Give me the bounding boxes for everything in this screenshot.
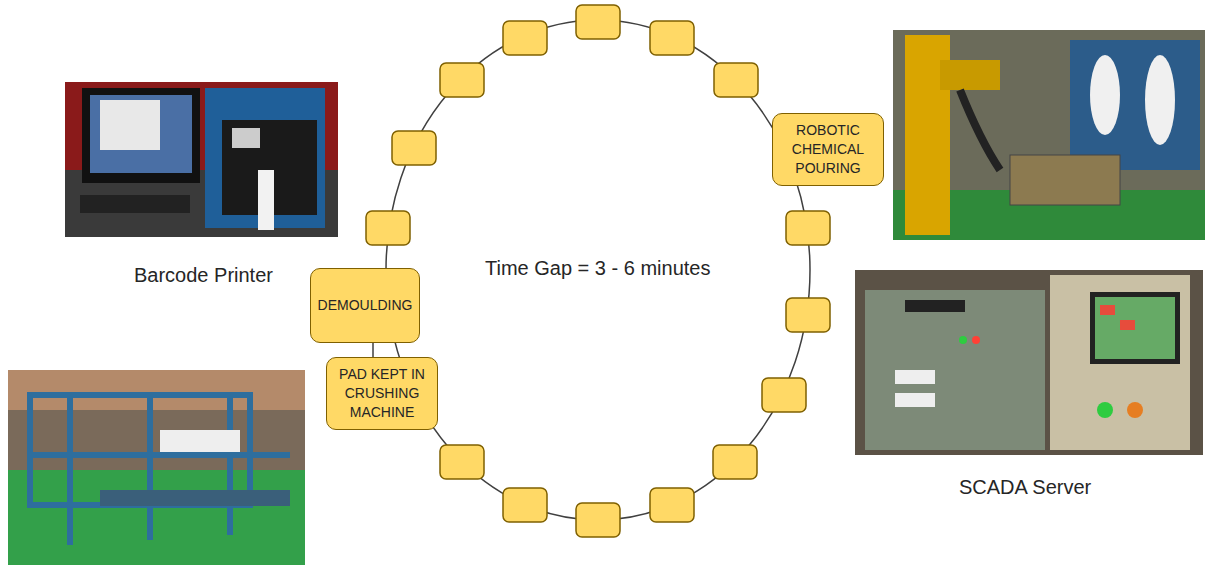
- robotic-pouring-photo: [893, 30, 1205, 240]
- barcode-printer-photo: [65, 82, 338, 237]
- photo-caption: SCADA Server: [959, 476, 1091, 499]
- ring-segment: [372, 343, 374, 357]
- scada-server-photo: [855, 270, 1203, 455]
- process-box: DEMOULDING: [310, 268, 420, 343]
- process-box: ROBOTIC CHEMICAL POURING: [772, 113, 884, 186]
- cycle-ring: [386, 20, 810, 520]
- empty-stations: [366, 5, 830, 537]
- process-box: PAD KEPT IN CRUSHING MACHINE: [326, 357, 438, 430]
- step-label: DEMOULDING: [318, 296, 413, 315]
- step-label: ROBOTIC CHEMICAL POURING: [779, 121, 877, 178]
- crushing-machine-photo: [8, 370, 305, 565]
- photo-caption: Barcode Printer: [134, 264, 273, 287]
- cycle-time-note: Time Gap = 3 - 6 minutes: [485, 257, 710, 280]
- step-label: PAD KEPT IN CRUSHING MACHINE: [333, 365, 431, 422]
